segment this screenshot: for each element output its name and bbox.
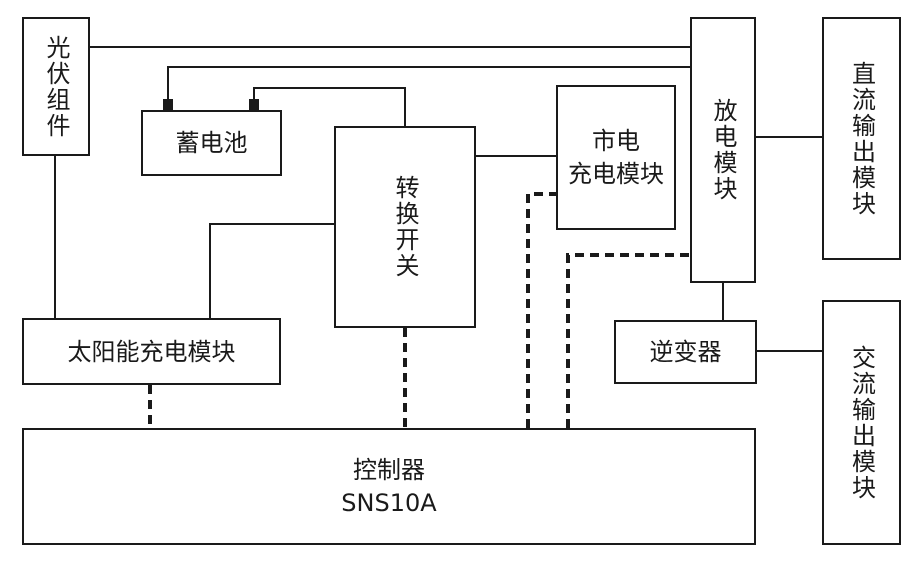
- inverter-block: 逆变器: [614, 320, 757, 384]
- inverter-label: 逆变器: [649, 338, 722, 366]
- solar-charger-block: 太阳能充电模块: [22, 318, 281, 385]
- mains-charger-block: 市电 充电模块: [556, 85, 676, 230]
- discharge-module-label: 放电模块: [709, 98, 737, 202]
- wire-battery-pos-to-switch: [253, 87, 406, 126]
- controller-block: 控制器 SNS10A: [22, 428, 756, 545]
- control-line-mains-charger: [526, 192, 556, 428]
- mains-charger-label-line1: 市电: [592, 127, 640, 156]
- discharge-module-block: 放电模块: [690, 17, 756, 283]
- pv-module-label: 光伏组件: [42, 34, 70, 139]
- control-line-discharge: [566, 253, 690, 428]
- battery-label: 蓄电池: [175, 129, 248, 157]
- mains-charger-label-line2: 充电模块: [568, 159, 664, 188]
- battery-positive-terminal: [249, 99, 259, 111]
- dc-output-block: 直流输出模块: [822, 17, 901, 260]
- battery-block: 蓄电池: [141, 110, 282, 176]
- transfer-switch-label: 转换开关: [391, 175, 419, 279]
- transfer-switch-block: 转换开关: [334, 126, 476, 328]
- solar-charger-label: 太阳能充电模块: [67, 337, 236, 366]
- wire-battery-neg-to-discharge: [167, 66, 690, 100]
- pv-module-block: 光伏组件: [22, 17, 90, 156]
- wire-solar-charger-to-switch: [209, 223, 334, 318]
- controller-label-line1: 控制器: [353, 456, 425, 485]
- battery-negative-terminal: [163, 99, 173, 111]
- dc-output-label: 直流输出模块: [847, 60, 876, 217]
- controller-label-line2: SNS10A: [341, 488, 437, 517]
- ac-output-block: 交流输出模块: [822, 300, 901, 545]
- ac-output-label: 交流输出模块: [847, 344, 876, 501]
